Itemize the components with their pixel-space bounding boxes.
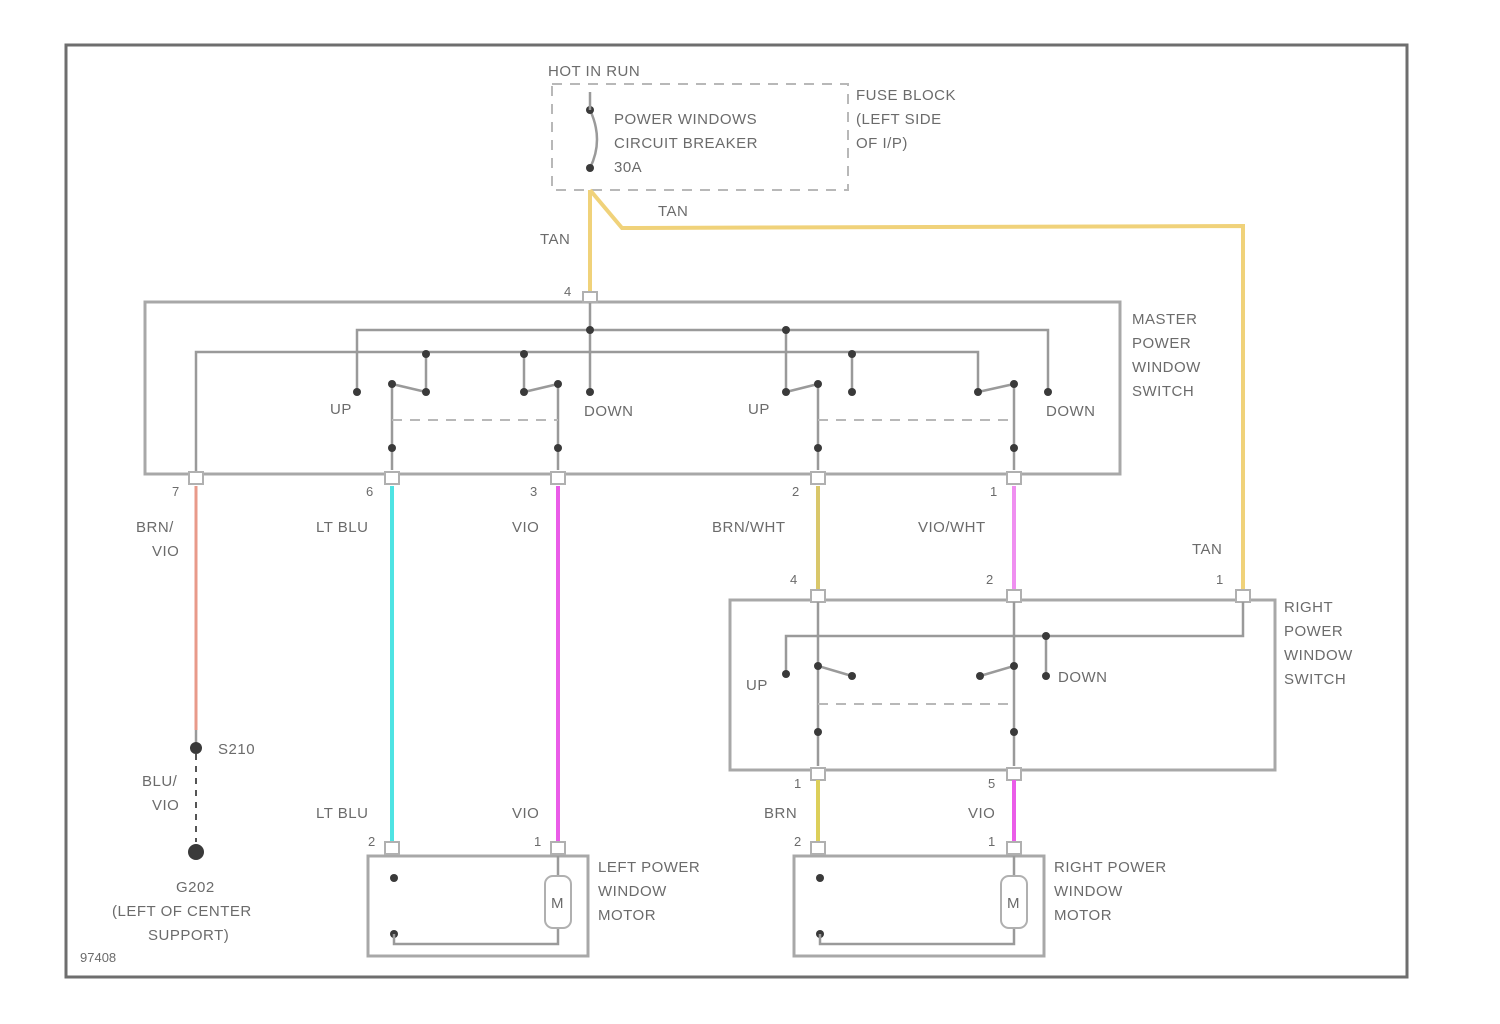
pin-master-7: 7	[172, 484, 179, 499]
wire-label-lt-blu-top: LT BLU	[316, 519, 368, 536]
pin-left-motor-1: 1	[534, 834, 541, 849]
wire-label-brn-bottom: BRN	[764, 805, 797, 822]
ground-location-label-2: SUPPORT)	[148, 927, 229, 944]
splice-s210	[190, 742, 202, 754]
right-switch-label-2: POWER	[1284, 623, 1343, 640]
master-contact-traces	[426, 330, 852, 392]
fuse-block-label-3: OF I/P)	[856, 135, 908, 152]
master-switch-label-4: SWITCH	[1132, 383, 1194, 400]
left-motor-symbol: M	[551, 895, 564, 912]
wire-label-vio-bottom-left: VIO	[512, 805, 539, 822]
circuit-breaker-symbol	[590, 110, 597, 168]
wire-label-brn-vio-2: VIO	[152, 543, 179, 560]
switch-down-label-2: DOWN	[1046, 403, 1096, 420]
right-motor-symbol: M	[1007, 895, 1020, 912]
switch-up-label-3: UP	[746, 677, 768, 694]
circuit-breaker-label-3: 30A	[614, 159, 642, 176]
switch-up-label-2: UP	[748, 401, 770, 418]
master-switch-blades	[392, 384, 1014, 470]
pin-right-switch-bottom-5: 5	[988, 776, 995, 791]
wire-label-vio-top: VIO	[512, 519, 539, 536]
wire-label-brn-wht: BRN/WHT	[712, 519, 786, 536]
ground-g202	[188, 844, 204, 860]
left-motor-label-1: LEFT POWER	[598, 859, 700, 876]
right-switch-label-1: RIGHT	[1284, 599, 1333, 616]
right-motor-label-3: MOTOR	[1054, 907, 1112, 924]
right-switch-label-4: SWITCH	[1284, 671, 1346, 688]
pin-master-3: 3	[530, 484, 537, 499]
splice-label: S210	[218, 741, 255, 758]
wire-label-vio-wht: VIO/WHT	[918, 519, 986, 536]
right-switch-blades	[818, 602, 1014, 766]
right-motor-label-1: RIGHT POWER	[1054, 859, 1167, 876]
right-switch-label-3: WINDOW	[1284, 647, 1353, 664]
master-switch-label-2: POWER	[1132, 335, 1191, 352]
wire-label-blu-vio-2: VIO	[152, 797, 179, 814]
pin-right-switch-1: 1	[1216, 572, 1223, 587]
pin-master-1: 1	[990, 484, 997, 499]
diagram-code: 97408	[80, 950, 116, 965]
right-motor-label-2: WINDOW	[1054, 883, 1123, 900]
ground-id-label: G202	[176, 879, 215, 896]
pin-master-2: 2	[792, 484, 799, 499]
pin-right-motor-1: 1	[988, 834, 995, 849]
pin-master-6: 6	[366, 484, 373, 499]
master-connectors	[189, 292, 1021, 484]
right-switch-dots	[782, 632, 1050, 736]
switch-up-label-1: UP	[330, 401, 352, 418]
pin-right-switch-4: 4	[790, 572, 797, 587]
master-switch-label-3: WINDOW	[1132, 359, 1201, 376]
wire-label-vio-bottom-right: VIO	[968, 805, 995, 822]
ground-location-label-1: (LEFT OF CENTER	[112, 903, 252, 920]
pin-right-motor-2: 2	[794, 834, 801, 849]
wire-label-tan-right: TAN	[1192, 541, 1222, 558]
pin-left-motor-2: 2	[368, 834, 375, 849]
wire-label-lt-blu-bottom: LT BLU	[316, 805, 368, 822]
pin-master-top: 4	[564, 284, 571, 299]
master-bus-up	[357, 330, 1048, 392]
master-switch-label-1: MASTER	[1132, 311, 1198, 328]
circuit-breaker-terminal-bottom	[586, 164, 594, 172]
right-switch-connectors	[811, 590, 1250, 780]
wire-label-tan-left: TAN	[540, 231, 570, 248]
master-switch-box	[145, 302, 1120, 474]
pin-right-switch-bottom-1: 1	[794, 776, 801, 791]
left-motor-label-2: WINDOW	[598, 883, 667, 900]
circuit-breaker-label-1: POWER WINDOWS	[614, 111, 757, 128]
fuse-block-label-1: FUSE BLOCK	[856, 87, 956, 104]
pin-right-switch-2: 2	[986, 572, 993, 587]
wire-label-blu-vio-1: BLU/	[142, 773, 178, 790]
wire-label-brn-vio-1: BRN/	[136, 519, 174, 536]
master-contact-dots	[353, 326, 1052, 452]
diagram-frame	[66, 45, 1407, 977]
wire-label-tan-top: TAN	[658, 203, 688, 220]
right-switch-box	[730, 600, 1275, 770]
switch-down-label-1: DOWN	[584, 403, 634, 420]
fuse-block-label-2: (LEFT SIDE	[856, 111, 942, 128]
left-motor-label-3: MOTOR	[598, 907, 656, 924]
hot-in-run-label: HOT IN RUN	[548, 63, 640, 80]
circuit-breaker-label-2: CIRCUIT BREAKER	[614, 135, 758, 152]
switch-down-label-3: DOWN	[1058, 669, 1108, 686]
